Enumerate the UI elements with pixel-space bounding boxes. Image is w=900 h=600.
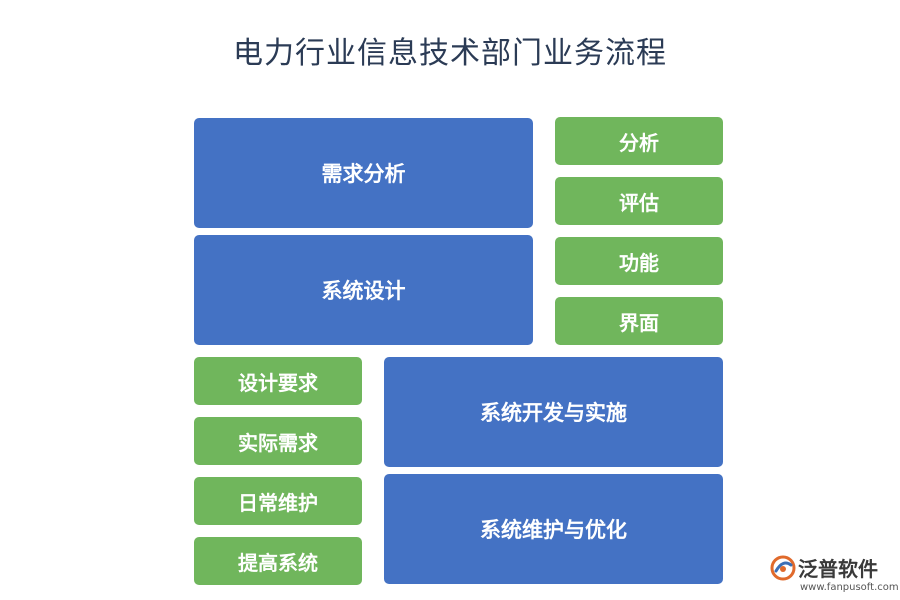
block-function: 功能 [555, 237, 723, 285]
block-label: 系统设计 [321, 278, 406, 303]
block-label: 实际需求 [238, 430, 318, 455]
block-label: 功能 [619, 250, 659, 275]
block-actual-needs: 实际需求 [194, 417, 362, 465]
block-evaluation: 评估 [555, 177, 723, 225]
block-design-requirements: 设计要求 [194, 357, 362, 405]
block-label: 系统维护与优化 [480, 517, 627, 542]
block-label: 分析 [619, 130, 659, 155]
block-label: 界面 [619, 310, 659, 335]
logo-url: www.fanpusoft.com [800, 582, 899, 593]
block-development-implementation: 系统开发与实施 [384, 357, 723, 467]
block-label: 日常维护 [238, 490, 318, 515]
block-maintenance-optimization: 系统维护与优化 [384, 474, 723, 584]
fanpu-logo-icon [770, 555, 796, 581]
block-label: 需求分析 [321, 161, 406, 186]
block-requirements-analysis: 需求分析 [194, 118, 533, 228]
block-label: 设计要求 [238, 370, 318, 395]
block-system-design: 系统设计 [194, 235, 533, 345]
block-interface: 界面 [555, 297, 723, 345]
block-improve-system: 提高系统 [194, 537, 362, 585]
block-analysis: 分析 [555, 117, 723, 165]
block-label: 系统开发与实施 [480, 400, 627, 425]
block-label: 评估 [619, 190, 659, 215]
page-title: 电力行业信息技术部门业务流程 [233, 36, 667, 71]
logo-name: 泛普软件 [798, 557, 878, 581]
block-daily-maintenance: 日常维护 [194, 477, 362, 525]
brand-logo: 泛普软件 www.fanpusoft.com [768, 552, 899, 598]
block-label: 提高系统 [238, 550, 318, 575]
